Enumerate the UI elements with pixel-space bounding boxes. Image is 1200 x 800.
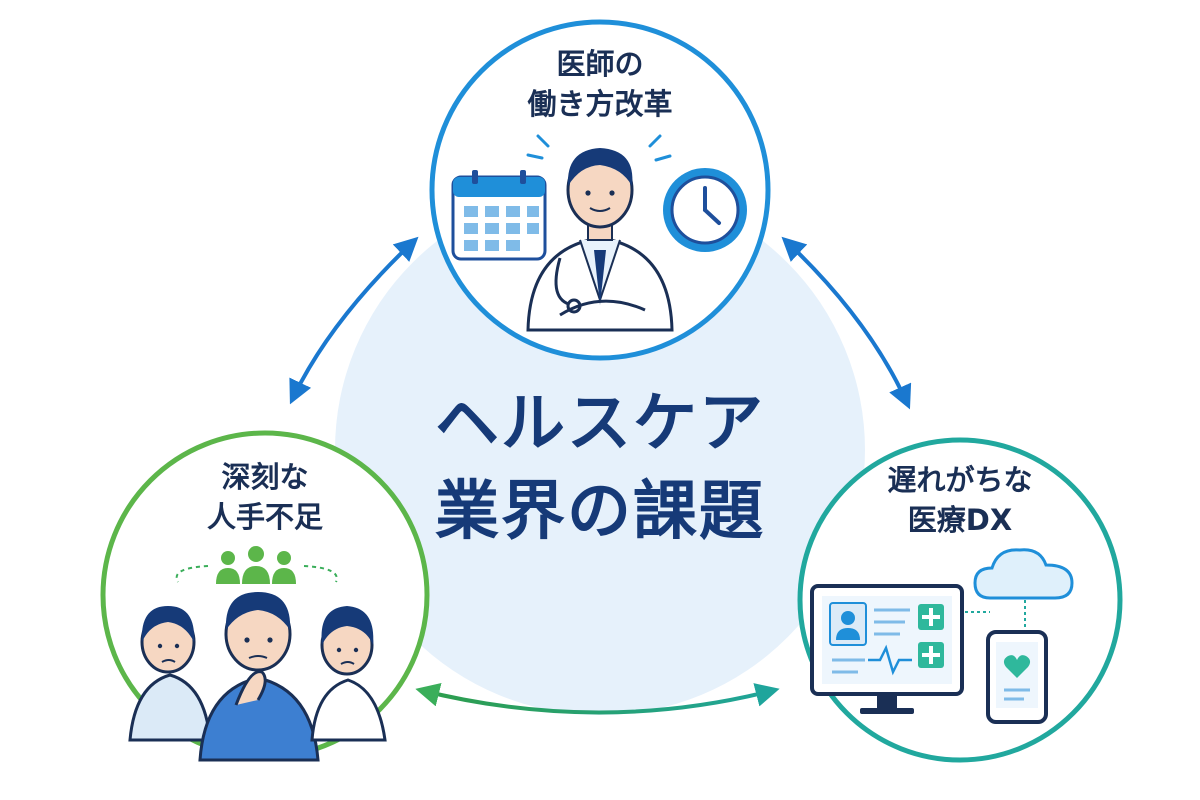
people-group-icon bbox=[216, 546, 296, 584]
node-title-dx-line2: 医療DX bbox=[907, 503, 1013, 537]
node-title-staff: 深刻な 人手不足 bbox=[140, 457, 390, 537]
cloud-icon bbox=[973, 548, 1074, 600]
staff-illustration-right bbox=[310, 606, 387, 742]
node-title-doctor-line1: 医師の bbox=[556, 47, 644, 81]
node-title-staff-line2: 人手不足 bbox=[206, 500, 323, 534]
arrow-staff-dx bbox=[415, 683, 780, 715]
profile-icon bbox=[829, 602, 867, 646]
stress-lines bbox=[526, 134, 672, 162]
monitor-icon bbox=[810, 584, 964, 714]
pulse-icon bbox=[868, 644, 912, 676]
node-staff bbox=[100, 430, 430, 762]
center-background bbox=[335, 185, 865, 715]
center-title: ヘルスケア 業界の課題 bbox=[380, 380, 820, 556]
node-title-dx: 遅れがちな 医療DX bbox=[825, 460, 1095, 540]
node-title-doctor: 医師の 働き方改革 bbox=[455, 44, 745, 124]
calendar-icon bbox=[451, 170, 547, 261]
smartphone-icon bbox=[986, 630, 1048, 724]
nurse-illustration bbox=[128, 606, 212, 742]
clock-icon bbox=[663, 168, 747, 252]
node-doctor bbox=[429, 19, 771, 361]
arrow-doctor-dx bbox=[781, 236, 912, 410]
heart-icon bbox=[1003, 655, 1031, 678]
center-title-line1: ヘルスケア bbox=[435, 387, 765, 461]
worker-illustration bbox=[198, 592, 320, 762]
arrow-doctor-staff bbox=[289, 236, 419, 405]
node-title-dx-line1: 遅れがちな bbox=[887, 463, 1033, 497]
node-title-doctor-line2: 働き方改革 bbox=[527, 87, 673, 121]
center-title-line2: 業界の課題 bbox=[435, 475, 765, 549]
node-dx bbox=[797, 437, 1123, 763]
doctor-illustration bbox=[526, 148, 674, 332]
node-title-staff-line1: 深刻な bbox=[221, 460, 309, 494]
